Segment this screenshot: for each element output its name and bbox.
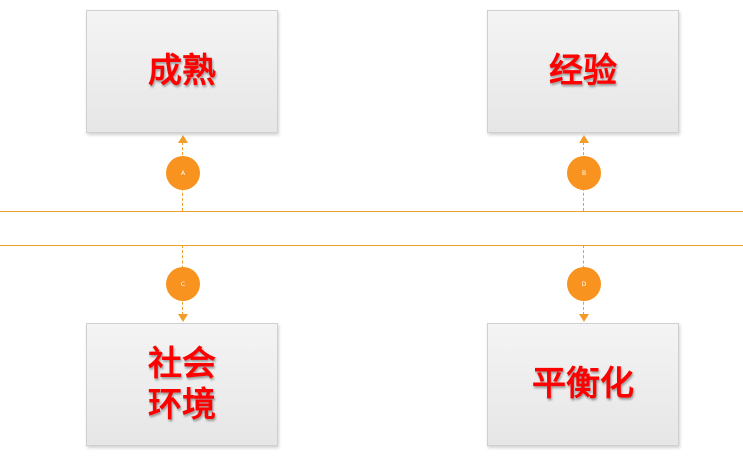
marker-c-label: C (180, 280, 186, 288)
box-maturity-label: 成熟 (148, 51, 216, 92)
box-social-environment-label: 社会 环境 (148, 343, 216, 425)
marker-d: D (567, 267, 601, 301)
box-equilibration: 平衡化 (487, 323, 679, 446)
marker-c: C (166, 267, 200, 301)
box-equilibration-label: 平衡化 (532, 364, 634, 405)
connector-c-arrow-icon (178, 314, 188, 322)
band-top-line (0, 211, 743, 212)
connector-a-arrow-icon (178, 135, 188, 143)
marker-b: B (567, 156, 601, 190)
band-bottom-line (0, 245, 743, 246)
marker-a-label: A (180, 169, 186, 177)
marker-a: A (166, 156, 200, 190)
connector-b-arrow-icon (579, 135, 589, 143)
marker-d-label: D (581, 280, 587, 288)
box-experience: 经验 (487, 10, 679, 133)
box-maturity: 成熟 (86, 10, 278, 133)
box-social-environment: 社会 环境 (86, 323, 278, 446)
box-experience-label: 经验 (549, 51, 617, 92)
marker-b-label: B (581, 169, 587, 177)
connector-d-arrow-icon (579, 314, 589, 322)
